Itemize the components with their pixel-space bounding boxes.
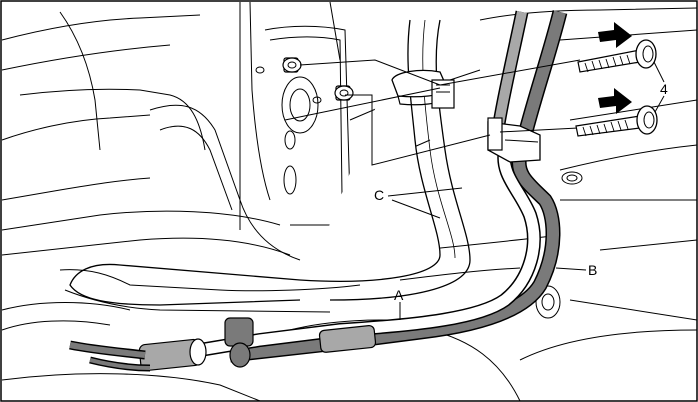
arrow-right-icon: [598, 88, 632, 114]
guide-lines: [284, 59, 581, 166]
clamp-upper: [391, 69, 455, 109]
hose-a: [198, 148, 541, 357]
callout-c: C: [374, 187, 384, 203]
nut-right: [334, 85, 354, 101]
arrow-right-icon: [598, 22, 632, 48]
hose-sleeves: [69, 317, 377, 372]
bolt-lower: [575, 105, 658, 137]
callout-a: A: [394, 287, 404, 303]
hose-b: [229, 10, 568, 363]
callout-4: 4: [660, 81, 668, 97]
bolt-upper: [577, 39, 657, 73]
leader-lines: [387, 61, 665, 320]
nut-left: [282, 57, 302, 73]
callout-b: B: [588, 262, 597, 278]
